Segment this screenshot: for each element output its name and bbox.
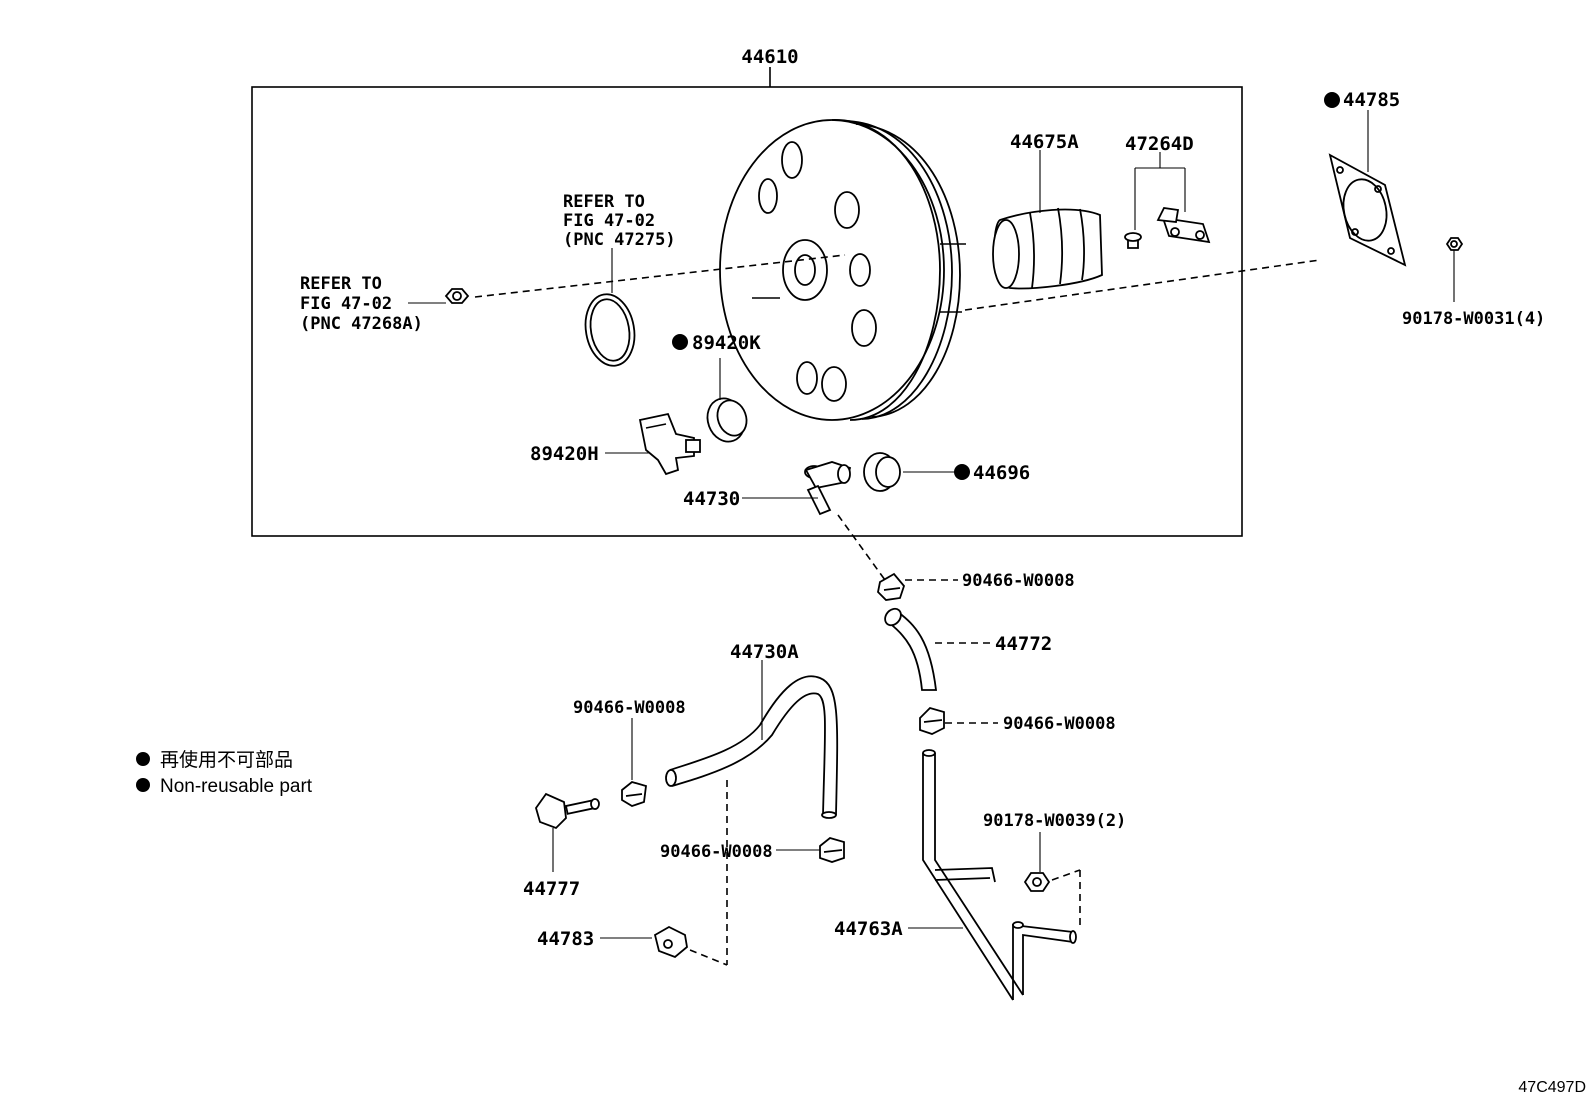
clamp-90466-top[interactable] [877,572,906,601]
label-refer2-line1: REFER TO [300,274,382,294]
check-valve-44730[interactable] [804,461,852,516]
legend-marker-jp [136,752,150,766]
label-refer1-line3: (PNC 47275) [563,230,676,250]
legend-jp: 再使用不可部品 [160,749,293,771]
label-44772: 44772 [995,633,1052,655]
clamp-90466-mid[interactable] [919,706,945,735]
label-refer2-line3: (PNC 47268A) [300,314,423,334]
label-44763A: 44763A [834,918,903,940]
label-90178-W0031: 90178-W0031(4) [1402,309,1545,329]
label-89420K: 89420K [692,332,761,354]
label-89420H: 89420H [530,443,599,465]
clamp-90466-center[interactable] [819,837,845,863]
clamp-90466-left[interactable] [621,781,647,807]
clip-44783[interactable] [653,925,688,959]
connector-44777[interactable] [535,792,600,830]
label-44783: 44783 [537,928,594,950]
label-90466-left: 90466-W0008 [573,698,686,718]
label-44696: 44696 [973,462,1030,484]
label-44730A: 44730A [730,641,799,663]
nut-90178-W0031[interactable] [1445,237,1464,251]
sensor-89420H[interactable] [638,412,701,476]
label-90466-center: 90466-W0008 [660,842,773,862]
pipe-44763A[interactable] [922,749,1077,1001]
label-refer1-line2: FIG 47-02 [563,211,655,231]
figure-code: 47C497D [1518,1079,1586,1096]
label-assembly[interactable]: 44610 [741,46,798,68]
nut-90178-W0039[interactable] [1023,872,1051,892]
brake-booster[interactable] [719,119,966,421]
boot-44675A[interactable] [992,207,1103,290]
grommet-89420K[interactable] [702,393,752,447]
hose-44730A[interactable] [665,675,839,819]
legend-en: Non-reusable part [160,776,313,797]
nut-left[interactable] [444,288,470,304]
label-47264D: 47264D [1125,133,1194,155]
non-reusable-marker [1324,92,1340,108]
label-44777: 44777 [523,878,580,900]
label-44730: 44730 [683,488,740,510]
o-ring[interactable] [580,290,640,369]
label-refer2-line2: FIG 47-02 [300,294,392,314]
clevis-47264D[interactable] [1124,207,1211,249]
grommet-44696[interactable] [863,452,901,492]
label-44675A: 44675A [1010,131,1079,153]
label-refer1-line1: REFER TO [563,192,645,212]
label-90178-W0039: 90178-W0039(2) [983,811,1126,831]
label-44785: 44785 [1343,89,1400,111]
label-90466-mid: 90466-W0008 [1003,714,1116,734]
legend-marker-en [136,778,150,792]
assembly-frame [251,86,1243,537]
non-reusable-marker [672,334,688,350]
non-reusable-marker [954,464,970,480]
hose-44772[interactable] [882,606,938,691]
label-90466-top: 90466-W0008 [962,571,1075,591]
gasket-44785[interactable] [1328,153,1407,267]
